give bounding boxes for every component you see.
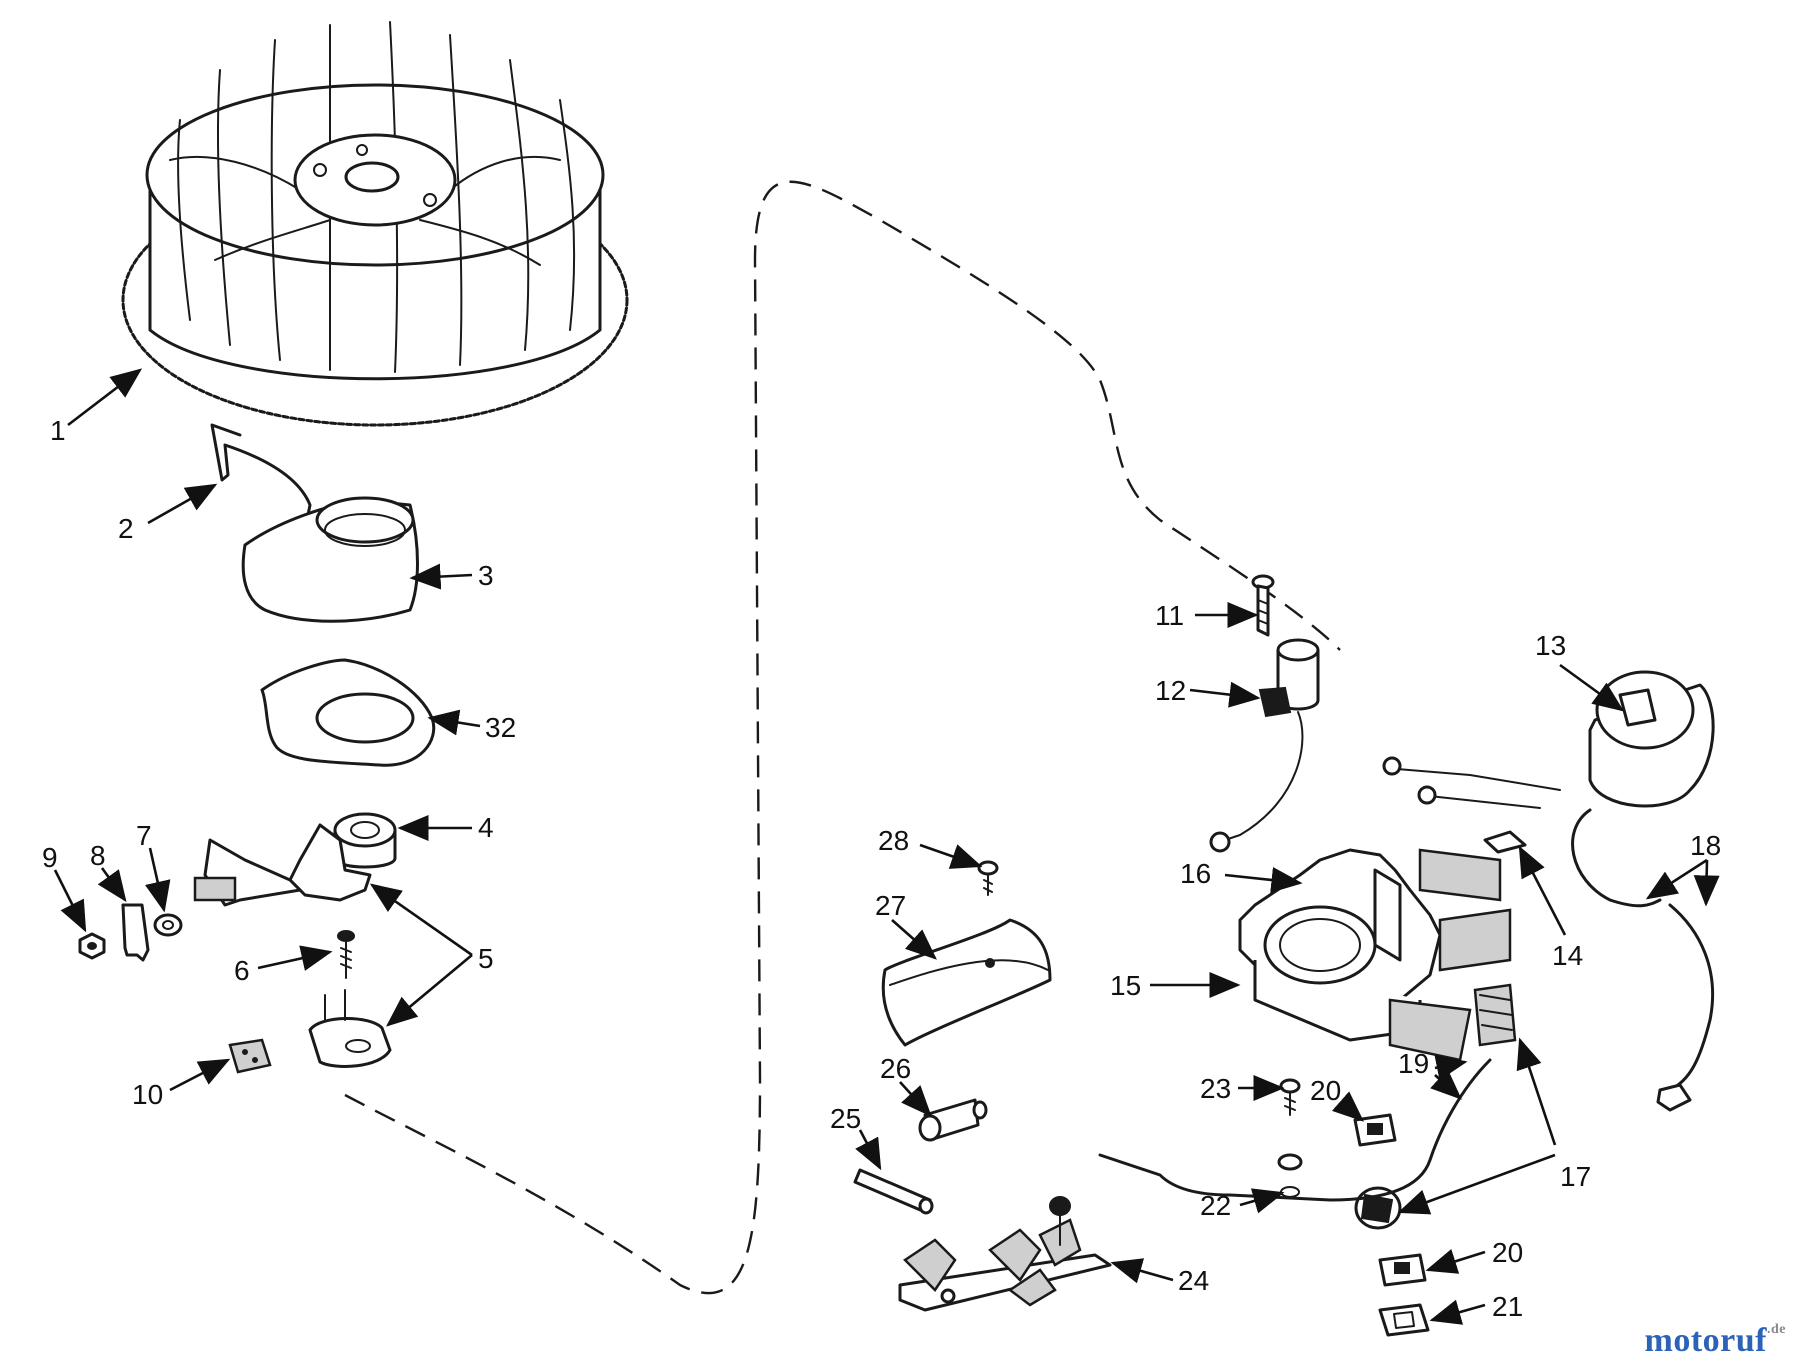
clip-14-part (1483, 830, 1527, 854)
label-7: 7 (136, 820, 152, 851)
bushing-part (918, 1098, 988, 1142)
label-25: 25 (830, 1103, 861, 1134)
plate-21-part (1378, 1303, 1430, 1337)
label-2: 2 (118, 513, 134, 544)
label-20-lower: 20 (1492, 1237, 1523, 1268)
lead-wire-part (1571, 808, 1715, 1112)
flywheel-part (121, 21, 629, 427)
label-10: 10 (132, 1079, 163, 1110)
felt-part (228, 1038, 272, 1074)
label-32: 32 (485, 712, 516, 743)
breaker-points-part (193, 823, 392, 1068)
bolt-11-part (1251, 574, 1275, 637)
screw-28-part (977, 860, 999, 896)
spring-clip-part (210, 423, 312, 517)
label-17: 17 (1560, 1161, 1591, 1192)
grommet-20-part (1353, 1113, 1427, 1287)
wiring-harness-part (1098, 1058, 1492, 1202)
label-5: 5 (478, 943, 494, 974)
label-14: 14 (1552, 940, 1583, 971)
label-27: 27 (875, 890, 906, 921)
leader-lines (53, 368, 1720, 1325)
label-8: 8 (90, 840, 106, 871)
label-12: 12 (1155, 675, 1186, 706)
label-11: 11 (1155, 600, 1184, 631)
part-labels: 1 2 3 32 4 5 6 7 8 9 10 11 12 13 14 15 1… (42, 415, 1721, 1322)
condenser-part (1209, 638, 1320, 853)
fuse-part (853, 1168, 934, 1215)
assembly-boundary (344, 180, 1341, 1295)
washer-part (153, 913, 183, 937)
label-28: 28 (878, 825, 909, 856)
label-16: 16 (1180, 858, 1211, 889)
label-3: 3 (478, 560, 494, 591)
label-18: 18 (1690, 830, 1721, 861)
label-21: 21 (1492, 1291, 1523, 1322)
terminal-plate-part (121, 903, 150, 962)
watermark-name: motoruf (1644, 1322, 1767, 1359)
cover-ring-part (241, 496, 419, 623)
screw-6-part (337, 930, 355, 979)
label-22: 22 (1200, 1190, 1231, 1221)
label-26: 26 (880, 1053, 911, 1084)
label-9: 9 (42, 842, 58, 873)
label-23: 23 (1200, 1073, 1231, 1104)
label-15: 15 (1110, 970, 1141, 1001)
label-1: 1 (50, 415, 66, 446)
label-4: 4 (478, 812, 494, 843)
label-6: 6 (234, 955, 250, 986)
nut-part (78, 932, 106, 960)
fuse-holder-part (898, 1196, 1112, 1312)
label-19: 19 (1398, 1048, 1429, 1079)
cam-part (333, 812, 397, 869)
watermark-tld: .de (1767, 1322, 1786, 1337)
coil-part (1382, 670, 1715, 809)
screw-23-part (1277, 1078, 1303, 1198)
label-20-upper: 20 (1310, 1075, 1341, 1106)
watermark-logo: motoruf.de (1645, 1322, 1786, 1360)
label-24: 24 (1178, 1265, 1209, 1296)
label-13: 13 (1535, 630, 1566, 661)
gasket-part (260, 658, 436, 767)
cover-27-part (881, 918, 1052, 1047)
